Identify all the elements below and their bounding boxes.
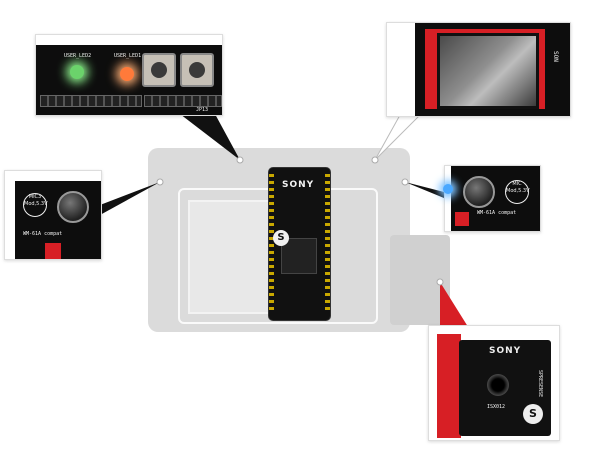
led-red-label: USER_LED1 (114, 53, 142, 59)
mic-right-label: MIC (512, 181, 522, 187)
mic-right-connector-red (455, 212, 469, 226)
mic-connector-red (45, 243, 61, 259)
spresense-main-board[interactable]: SONY S (269, 168, 330, 320)
mic-terminal-circle: MIC3 Mod,5.3V (23, 193, 48, 217)
pin-header-strip-left (40, 95, 142, 107)
push-button-1[interactable] (142, 53, 176, 87)
mic-zoom-left-panel[interactable]: MIC3 Mod,5.3V WM-61A compat (4, 170, 102, 260)
user-led2-icon (70, 65, 84, 79)
microphone-icon (57, 191, 89, 223)
camera-badge: S (523, 404, 543, 424)
processor-chip (281, 238, 317, 274)
mic-zoom-left-pcb: MIC3 Mod,5.3V WM-61A compat (15, 181, 101, 259)
camera-board: SONY SPRESENSE ISX012 S (459, 340, 551, 436)
pin-header-left (269, 174, 274, 314)
microphone-right-icon (463, 176, 495, 208)
camera-side-text: SPRESENSE (537, 370, 543, 398)
header-label: JP13 (196, 107, 209, 113)
push-button-2[interactable] (180, 53, 214, 87)
lcd-zoom-panel[interactable]: SON (386, 22, 571, 117)
camera-flex-connector (437, 334, 461, 438)
camera-brand: SONY (489, 346, 522, 356)
led-button-zoom-panel[interactable]: USER_LED2 USER_LED1 JP13 (35, 34, 223, 116)
camera-zoom-panel[interactable]: SONY SPRESENSE ISX012 S (428, 325, 560, 441)
board-brand: SONY (282, 180, 315, 190)
camera-chip-text: ISX012 (487, 404, 506, 410)
pin-header-right (325, 174, 330, 314)
lcd-zoom-pcb: SON (415, 23, 570, 116)
pin-header-strip-right (144, 95, 222, 107)
led-zoom-pcb: USER_LED2 USER_LED1 JP13 (36, 45, 222, 115)
blue-led-icon (443, 184, 453, 194)
mic-right-terminal-circle: MIC Mod,5.3V (505, 180, 530, 204)
led-green-label: USER_LED2 (64, 53, 92, 59)
mic-label: MIC3 (28, 194, 42, 200)
mic-footer: WM-61A compat (23, 231, 63, 237)
board-badge: S (273, 230, 289, 246)
lcd-screen (437, 33, 539, 109)
mic-right-footer: WM-61A compat (477, 210, 517, 216)
user-led1-icon (120, 67, 134, 81)
lcd-side-brand: SON (552, 51, 559, 62)
mic-sub: Mod,5.3V (24, 201, 48, 207)
camera-lens-icon (487, 374, 509, 396)
mic-right-sub: Mod,5.3V (506, 188, 530, 194)
mic-zoom-right-panel[interactable]: MIC Mod,5.3V WM-61A compat (443, 165, 541, 232)
mic-zoom-right-pcb: MIC Mod,5.3V WM-61A compat (443, 166, 540, 231)
lcd-area (188, 200, 272, 314)
